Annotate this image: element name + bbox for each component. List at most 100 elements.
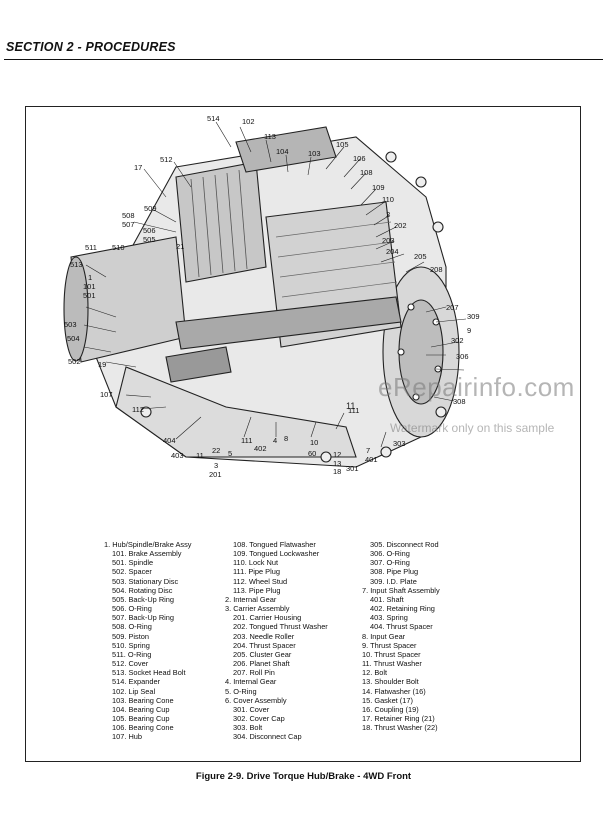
- legend-item: 307. O-Ring: [370, 558, 410, 568]
- legend-item: 512. Cover: [112, 659, 149, 669]
- watermark-note: Watermark only on this sample: [390, 421, 555, 435]
- callout-512: 512: [160, 155, 173, 164]
- legend-item: 11. Thrust Washer: [362, 659, 422, 669]
- callout-306: 306: [456, 352, 469, 361]
- exploded-hub-drawing: 11: [63, 121, 467, 468]
- legend-item: 205. Cluster Gear: [233, 649, 292, 659]
- legend-item: 113. Pipe Plug: [233, 585, 281, 595]
- legend-item: 505. Back-Up Ring: [112, 594, 175, 604]
- callout-111-housing: 111: [348, 406, 360, 415]
- legend-item: 403. Spring: [370, 613, 408, 623]
- legend-item: 15. Gasket (17): [362, 695, 413, 705]
- callout-308: 308: [453, 397, 466, 406]
- section-title: SECTION 2 - PROCEDURES: [6, 40, 176, 54]
- legend-item: 309. I.D. Plate: [370, 576, 417, 586]
- callout-111: 111: [241, 436, 253, 445]
- callout-60: 60: [308, 449, 317, 458]
- legend-item: 10. Thrust Spacer: [362, 649, 421, 659]
- legend-column-2: 108. Tongued Flatwasher 109. Tongued Loc…: [225, 540, 328, 741]
- callout-102: 102: [242, 117, 255, 126]
- legend-item: 503. Stationary Disc: [112, 576, 179, 586]
- legend-item: 106. Bearing Cone: [112, 723, 174, 733]
- callout-10: 10: [310, 438, 319, 447]
- callout-113: 113: [264, 132, 276, 141]
- legend-item: 110. Lock Nut: [233, 558, 279, 568]
- legend-item: 510. Spring: [112, 640, 150, 650]
- legend-item: 9. Thrust Spacer: [362, 640, 417, 650]
- callout-207: 207: [446, 303, 459, 312]
- callout-110: 110: [382, 195, 394, 204]
- callout-302: 302: [451, 336, 464, 345]
- legend-item: 305. Disconnect Rod: [370, 540, 439, 549]
- callout-4: 4: [273, 436, 278, 445]
- figure-frame: 11 514 102 113 104 103 105: [25, 106, 581, 762]
- legend-item: 509. Piston: [112, 631, 149, 641]
- callout-12: 12: [333, 450, 342, 459]
- callout-513: 513: [70, 260, 83, 269]
- legend-item: 8. Input Gear: [362, 631, 406, 641]
- callout-9: 9: [467, 326, 472, 335]
- callout-112: 112: [132, 405, 144, 414]
- callout-509: 509: [144, 204, 157, 213]
- legend-item: 507. Back-Up Ring: [112, 613, 175, 623]
- legend-item: 101. Brake Assembly: [112, 549, 182, 559]
- legend-item: 201. Carrier Housing: [233, 613, 302, 623]
- callout-101: 101: [83, 282, 96, 291]
- legend-item: 111. Pipe Plug: [233, 567, 280, 577]
- legend-item: 508. O-Ring: [112, 622, 152, 632]
- legend-item: 2. Internal Gear: [225, 594, 277, 604]
- legend-item: 206. Planet Shaft: [233, 659, 290, 669]
- callout-107: 107: [100, 390, 113, 399]
- callout-201: 201: [209, 470, 222, 479]
- legend-item: 13. Shoulder Bolt: [362, 677, 419, 687]
- callout-18: 18: [333, 467, 342, 476]
- callout-3: 3: [214, 461, 219, 470]
- callout-106: 106: [353, 154, 366, 163]
- legend-item: 308. Pipe Plug: [370, 567, 419, 577]
- legend-item: 17. Retainer Ring (21): [362, 713, 435, 723]
- callout-208: 208: [430, 265, 443, 274]
- callout-506: 506: [143, 226, 156, 235]
- callout-303: 303: [393, 439, 406, 448]
- legend-item: 6. Cover Assembly: [225, 695, 287, 705]
- callout-309: 309: [467, 312, 480, 321]
- legend-item: 303. Bolt: [233, 723, 263, 733]
- callout-7: 7: [366, 446, 371, 455]
- callout-502: 502: [68, 357, 81, 366]
- legend-item: 202. Tongued Thrust Washer: [233, 622, 328, 632]
- callout-514: 514: [207, 114, 220, 123]
- callout-510: 510: [112, 243, 125, 252]
- legend-item: 3. Carrier Assembly: [225, 604, 290, 614]
- callout-103: 103: [308, 149, 321, 158]
- callout-511: 511: [85, 243, 97, 252]
- legend-item: 112. Wheel Stud: [233, 576, 288, 586]
- callout-1: 1: [88, 273, 93, 282]
- callout-109: 109: [372, 183, 385, 192]
- legend-item: 514. Expander: [112, 677, 161, 687]
- legend-item: 12. Bolt: [362, 668, 388, 678]
- legend-item: 105. Bearing Cup: [112, 713, 170, 723]
- callout-104: 104: [276, 147, 289, 156]
- callout-22: 22: [212, 446, 221, 455]
- legend-item: 104. Bearing Cup: [112, 704, 170, 714]
- callout-403: 403: [171, 451, 184, 460]
- callout-404: 404: [163, 436, 176, 445]
- callout-203: 203: [382, 236, 395, 245]
- legend-item: 301. Cover: [233, 704, 270, 714]
- callout-204: 204: [386, 247, 399, 256]
- legend-item: 7. Input Shaft Assembly: [362, 585, 440, 595]
- legend-item: 107. Hub: [112, 732, 142, 742]
- callout-13: 13: [333, 459, 342, 468]
- legend-item: 108. Tongued Flatwasher: [233, 540, 316, 549]
- svg-text:11: 11: [346, 401, 355, 411]
- callout-17: 17: [134, 163, 143, 172]
- legend-item: 504. Rotating Disc: [112, 585, 173, 595]
- callout-504: 504: [67, 334, 80, 343]
- legend-item: 1. Hub/Spindle/Brake Assy: [104, 540, 192, 549]
- legend-item: 204. Thrust Spacer: [233, 640, 296, 650]
- callout-105: 105: [336, 140, 349, 149]
- legend-item: 102. Lip Seal: [112, 686, 156, 696]
- callout-205: 205: [414, 252, 427, 261]
- legend-item: 14. Flatwasher (16): [362, 686, 426, 696]
- figure-caption: Figure 2-9. Drive Torque Hub/Brake - 4WD…: [195, 771, 412, 782]
